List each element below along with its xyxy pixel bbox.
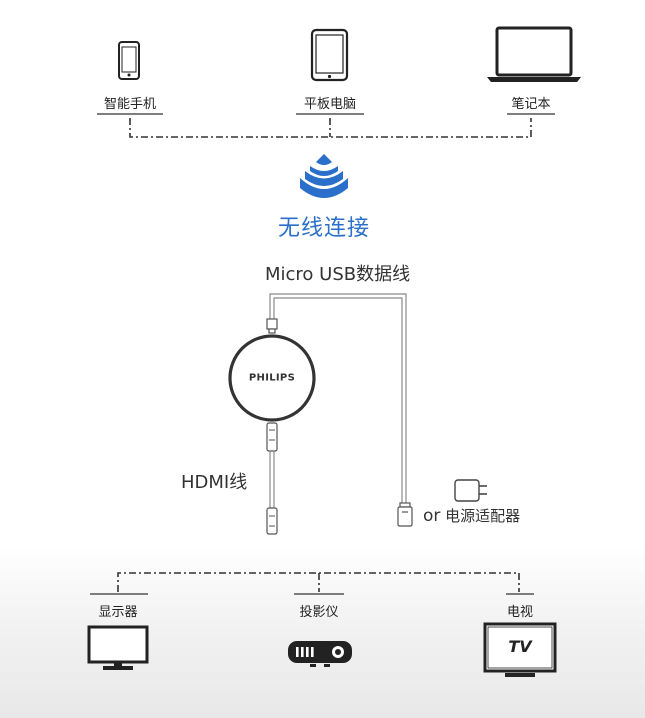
- micro-usb-cable: [269, 293, 407, 503]
- output-label-projector: 投影仪: [299, 605, 339, 620]
- monitor-icon: [87, 625, 149, 670]
- tablet-icon: [310, 28, 349, 82]
- tv-icon: [483, 622, 557, 677]
- usb-connector-top: [266, 318, 278, 334]
- power-option-label: or 电源适配器: [423, 505, 520, 526]
- wireless-label: 无线连接: [277, 216, 371, 241]
- source-bracket: [129, 118, 532, 138]
- hdmi-cable: [266, 422, 278, 535]
- power-adapter-icon: [454, 479, 487, 502]
- tv-screen-text: TV: [508, 637, 532, 656]
- source-label-laptop: 笔记本: [511, 97, 551, 112]
- or-word: or: [423, 506, 441, 526]
- source-label-tablet: 平板电脑: [303, 97, 357, 112]
- source-label-smartphone: 智能手机: [103, 97, 157, 112]
- micro-usb-label: Micro USB数据线: [265, 264, 411, 285]
- hdmi-label: HDMI线: [181, 472, 248, 493]
- laptop-icon: [487, 26, 581, 82]
- power-adapter-label: 电源适配器: [445, 507, 521, 525]
- output-bracket: [117, 572, 520, 592]
- smartphone-icon: [118, 41, 140, 80]
- output-label-tv: 电视: [506, 605, 534, 620]
- output-label-monitor: 显示器: [98, 605, 138, 620]
- wifi-signal-icon: [300, 154, 348, 198]
- brand-logo: PHILIPS: [248, 372, 296, 384]
- usb-connector-bottom: [397, 502, 413, 527]
- philips-dongle: [228, 334, 316, 422]
- projector-icon: [288, 641, 352, 667]
